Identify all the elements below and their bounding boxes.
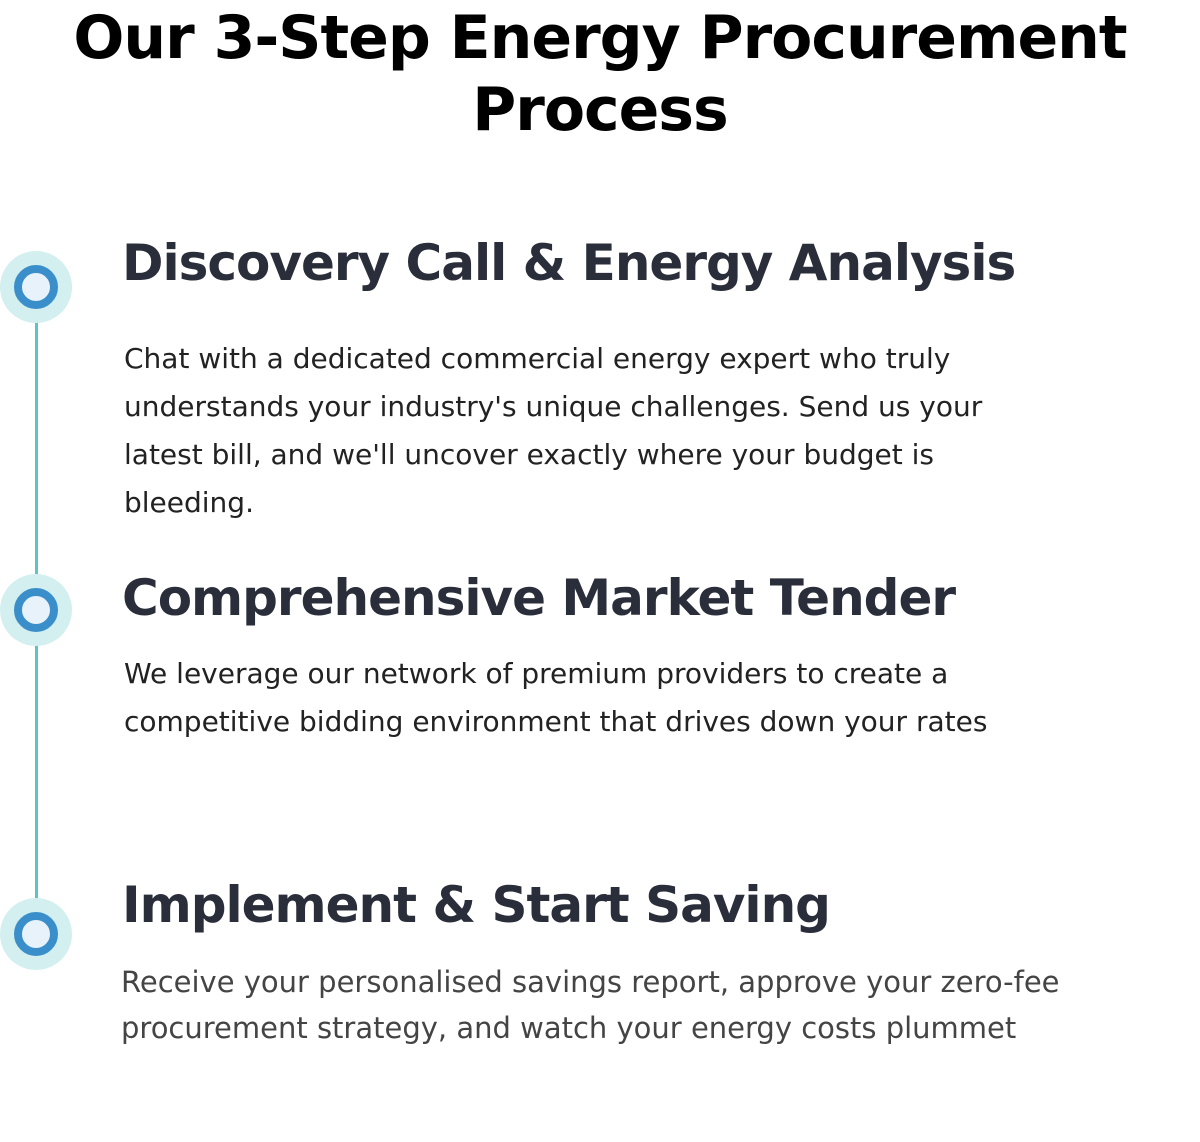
step-2-marker-icon (0, 574, 72, 646)
page-title: Our 3-Step Energy Procurement Process (73, 3, 1127, 145)
step-3-heading: Implement & Start Saving (122, 876, 831, 934)
step-3-body: Receive your personalised savings report… (121, 965, 1060, 1045)
step-3-marker-icon (0, 898, 72, 970)
step-1-marker-icon (0, 251, 72, 323)
step-1-heading: Discovery Call & Energy Analysis (122, 234, 1016, 292)
step-2-heading: Comprehensive Market Tender (122, 569, 956, 627)
step-1-body: Chat with a dedicated commercial energy … (124, 342, 983, 519)
step-2-body: We leverage our network of premium provi… (124, 657, 988, 738)
